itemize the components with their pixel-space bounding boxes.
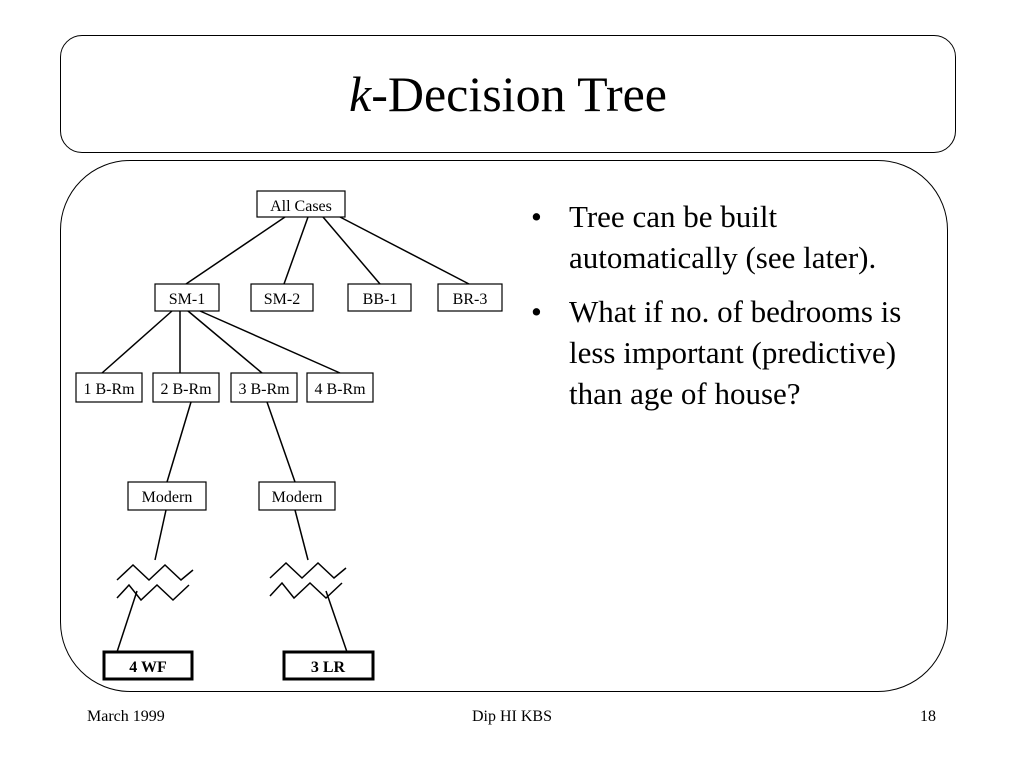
node-modern-left-box — [127, 481, 207, 511]
edge-root-sm2 — [283, 216, 309, 285]
node-modern-right: Modern — [272, 489, 323, 506]
break-zigzag-right-top — [269, 561, 347, 580]
bullet-item: • Tree can be built automatically (see la… — [527, 196, 937, 278]
title-italic-k: k — [348, 66, 372, 122]
content-frame — [60, 160, 948, 692]
node-sm2-box — [250, 283, 314, 312]
node-2brm: 2 B-Rm — [160, 381, 212, 398]
bullet-item: • What if no. of bedrooms is less importa… — [527, 291, 937, 414]
break-zigzag-right-bottom — [269, 581, 343, 600]
edge-sm1-3brm — [187, 310, 263, 374]
node-bb1: BB-1 — [363, 291, 398, 308]
break-zigzag-left-bottom — [116, 583, 190, 602]
node-sm2: SM-2 — [264, 291, 300, 308]
edge-sm1-1brm — [101, 310, 173, 374]
node-sm1: SM-1 — [169, 291, 205, 308]
bullet-text: What if no. of bedrooms is less importan… — [569, 294, 902, 411]
node-3brm-box — [230, 372, 298, 403]
bullet-dot: • — [531, 294, 542, 329]
node-4brm-box — [306, 372, 374, 403]
bullet-dot: • — [531, 199, 542, 234]
tree-edges — [101, 216, 470, 653]
node-1brm: 1 B-Rm — [83, 381, 135, 398]
edge-sm1-4brm — [199, 310, 341, 374]
edge-2brm-modern — [166, 401, 192, 483]
slide-title: k-Decision Tree — [349, 69, 667, 119]
node-br3: BR-3 — [453, 291, 488, 308]
node-modern-left: Modern — [142, 489, 193, 506]
bullet-list: • Tree can be built automatically (see la… — [527, 196, 937, 427]
edge-modern-zigzag-right — [294, 509, 309, 561]
footer-course: Dip HI KBS — [471, 708, 552, 725]
tree-nodes: All Cases SM-1 SM-2 BB-1 BR-3 1 B-Rm 2 B… — [75, 190, 503, 681]
edge-root-sm1 — [185, 216, 286, 285]
leaf-4wf-box — [102, 650, 194, 681]
node-4brm: 4 B-Rm — [314, 381, 366, 398]
title-box: k-Decision Tree — [60, 35, 956, 153]
node-br3-box — [437, 283, 503, 312]
edge-root-br3 — [339, 216, 470, 285]
leaf-4wf: 4 WF — [129, 659, 167, 676]
title-text: -Decision Tree — [371, 66, 667, 122]
edge-zigzag-4wf — [116, 590, 138, 653]
edge-root-bb1 — [322, 216, 381, 285]
footer-page-number: 18 — [920, 708, 936, 725]
leaf-3lr: 3 LR — [311, 659, 346, 676]
edge-3brm-modern — [266, 401, 296, 483]
edge-modern-zigzag-left — [154, 509, 167, 561]
node-2brm-box — [152, 372, 220, 403]
node-modern-right-box — [258, 481, 336, 511]
leaf-3lr-box — [282, 650, 375, 681]
node-root-box — [256, 190, 346, 218]
footer-date: March 1999 — [87, 708, 165, 725]
bullet-text: Tree can be built automatically (see lat… — [569, 199, 877, 275]
edge-zigzag-3lr — [325, 590, 348, 653]
break-zigzag-left-top — [116, 563, 194, 582]
node-sm1-box — [154, 283, 220, 312]
node-3brm: 3 B-Rm — [238, 381, 290, 398]
node-root: All Cases — [270, 198, 332, 215]
node-bb1-box — [347, 283, 412, 312]
node-1brm-box — [75, 372, 143, 403]
